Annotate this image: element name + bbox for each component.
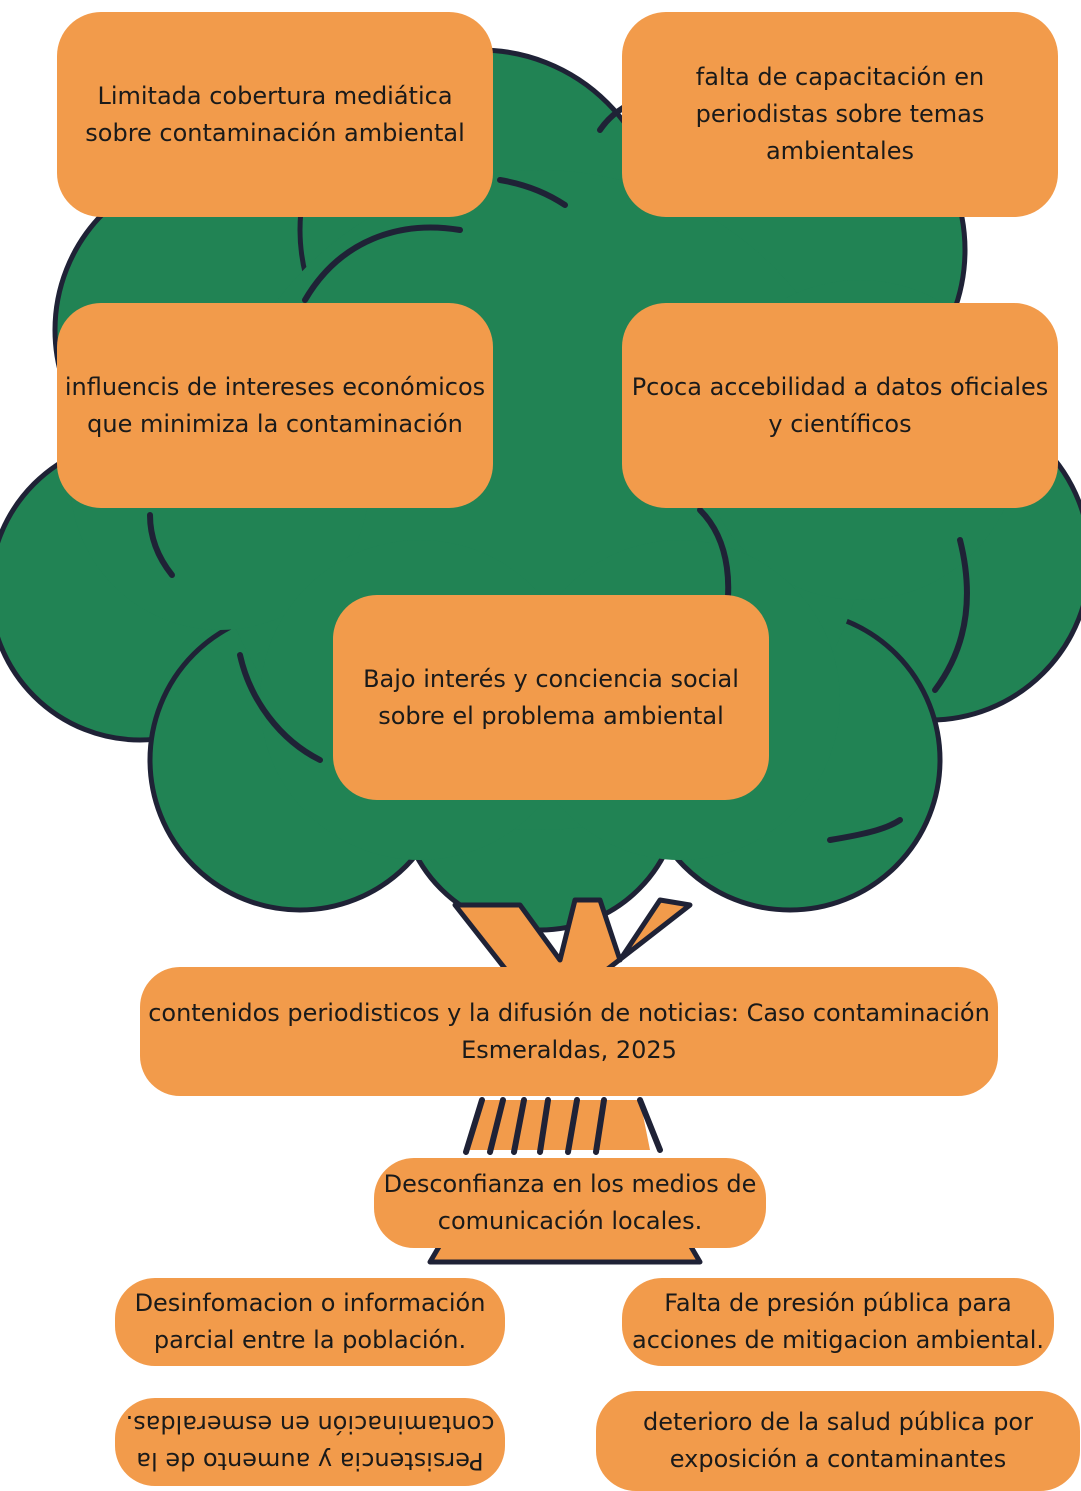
tree-roots: [463, 1097, 663, 1155]
effect-box: Pcoca accebilidad a datos oficiales y ci…: [622, 303, 1058, 508]
cause-box: Falta de presión pública para acciones d…: [622, 1278, 1054, 1366]
central-problem-box: contenidos periodisticos y la difusión d…: [140, 967, 998, 1096]
effect-box: Limitada cobertura mediática sobre conta…: [57, 12, 493, 217]
effect-box: influencis de intereses económicos que m…: [57, 303, 493, 508]
cause-box: Desinfomacion o información parcial entr…: [115, 1278, 505, 1366]
cause-box-inverted: Persistencia y aumento de la contaminaci…: [115, 1398, 505, 1486]
effect-box: Bajo interés y conciencia social sobre e…: [333, 595, 769, 800]
cause-box: Desconfianza en los medios de comunicaci…: [374, 1158, 766, 1248]
effect-box: falta de capacitación en periodistas sob…: [622, 12, 1058, 217]
cause-box: deterioro de la salud pública por exposi…: [596, 1391, 1080, 1491]
